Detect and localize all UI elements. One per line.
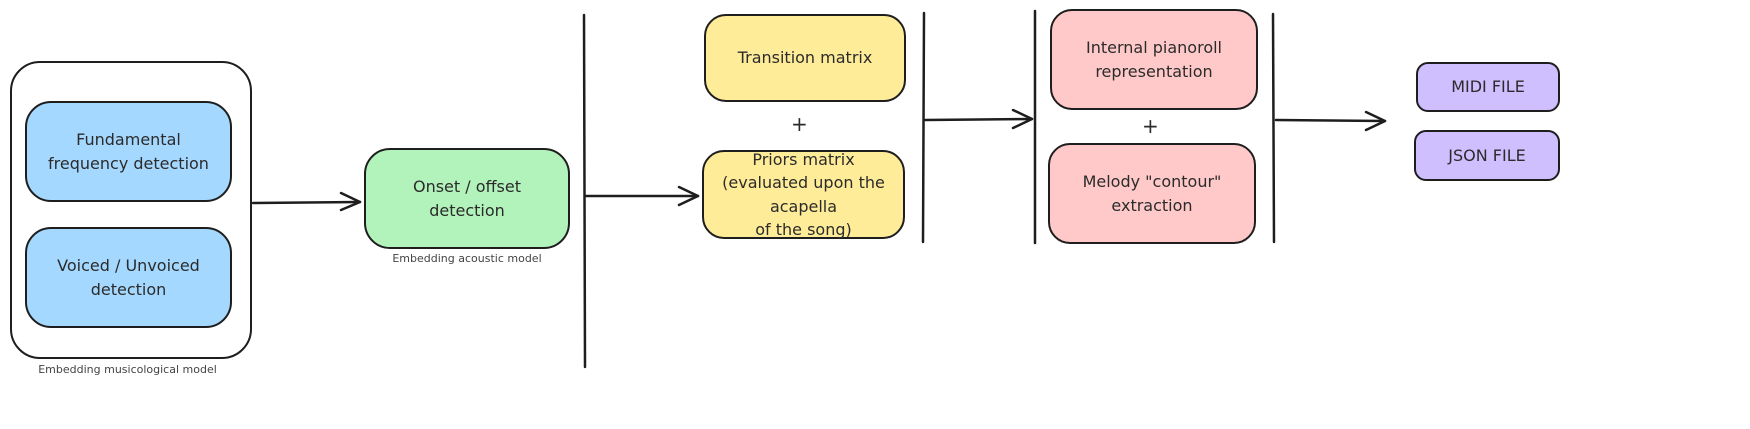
- arrow-divider4-to-outputs: [1274, 118, 1387, 123]
- onset-offset-box: Onset / offset detection: [364, 148, 570, 249]
- arrowhead-divider2-to-divider3: [1011, 108, 1034, 130]
- voiced-unvoiced-box: Voiced / Unvoiced detection: [25, 227, 232, 328]
- pianoroll-box: Internal pianoroll representation: [1050, 9, 1258, 110]
- plus-sign-2: +: [1142, 114, 1159, 138]
- melody-contour-box: Melody "contour" extraction: [1048, 143, 1256, 244]
- musicological-model-caption: Embedding musicological model: [38, 363, 217, 376]
- acoustic-model-caption: Embedding acoustic model: [392, 252, 542, 265]
- transition-matrix-box: Transition matrix: [704, 14, 906, 102]
- json-file-box: JSON FILE: [1414, 130, 1560, 181]
- divider-2: [921, 11, 926, 244]
- arrowhead-divider4-to-outputs: [1364, 110, 1387, 132]
- divider-1: [582, 13, 587, 369]
- midi-file-box: MIDI FILE: [1416, 62, 1560, 112]
- priors-matrix-box: Priors matrix (evaluated upon the acapel…: [702, 150, 905, 239]
- fundamental-frequency-box: Fundamental frequency detection: [25, 101, 232, 202]
- divider-4: [1271, 12, 1276, 244]
- plus-sign-1: +: [791, 112, 808, 136]
- arrow-group-to-onset: [251, 200, 362, 205]
- arrow-divider2-to-divider3: [923, 117, 1034, 122]
- arrowhead-divider1-to-priors: [677, 185, 700, 207]
- arrowhead-group-to-onset: [339, 191, 362, 212]
- musicological-model-group: [10, 61, 252, 359]
